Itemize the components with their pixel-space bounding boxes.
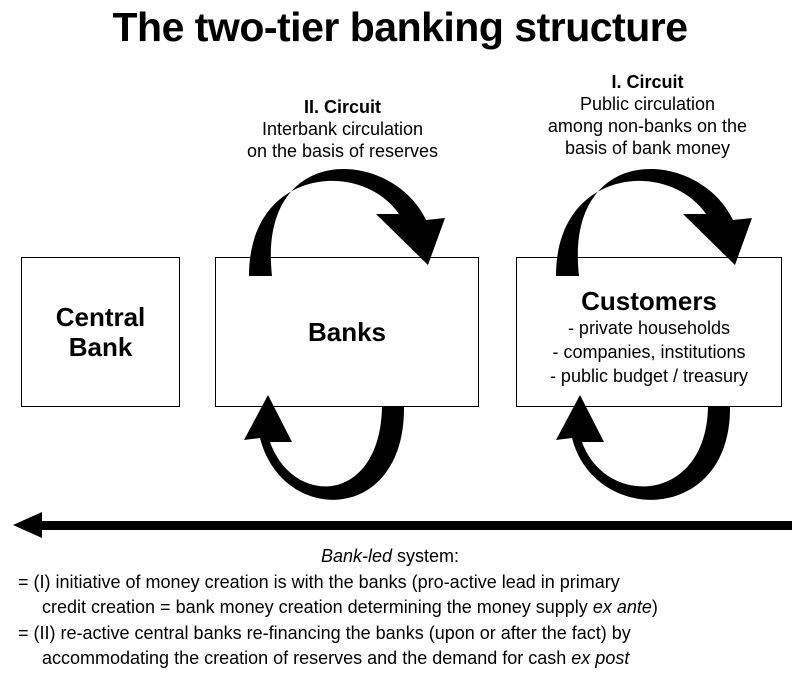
bank-led-em: Bank-led: [321, 546, 393, 566]
central-bank-box: Central Bank: [21, 257, 180, 407]
circuit-1-desc-line2: among non-banks on the: [547, 116, 748, 136]
circuit-1-desc-line3: basis of bank money: [564, 138, 731, 158]
central-bank-label-line1: Central: [55, 302, 146, 332]
customers-item: - private households: [567, 318, 731, 338]
customers-box: Customers - private households - compani…: [516, 257, 782, 407]
point-1-line1: = (I) initiative of money creation is wi…: [18, 572, 620, 592]
circuit-2-bottom-arrow: [244, 395, 405, 500]
point-2-line2: accommodating the creation of reserves a…: [42, 647, 629, 669]
customers-label: Customers: [581, 286, 717, 316]
circuit-1-bottom-arrow: [556, 395, 731, 500]
point-1-line2-close: ): [651, 597, 658, 617]
bank-led-arrow-head: [13, 512, 42, 538]
banks-label: Banks: [307, 317, 387, 347]
ex-ante-em: ex ante: [592, 597, 652, 617]
customers-item: - public budget / treasury: [549, 366, 749, 386]
circuit-1-heading: I. Circuit: [611, 72, 684, 92]
circuit-2-desc-line2: on the basis of reserves: [246, 141, 439, 161]
point-2-line1: = (II) re-active central banks re-financ…: [18, 623, 631, 643]
diagram-title: The two-tier banking structure: [112, 4, 689, 50]
bank-led-arrow-shaft: [36, 521, 792, 530]
bank-led-heading-rest: system:: [392, 546, 460, 566]
point-1-line2: credit creation = bank money creation de…: [42, 596, 658, 618]
customers-item: - companies, institutions: [552, 342, 746, 362]
central-bank-label-line2: Bank: [68, 332, 133, 362]
banks-box: Banks: [215, 257, 479, 407]
point-2-line2-text: accommodating the creation of reserves a…: [42, 648, 572, 668]
point-1-line2-text: credit creation = bank money creation de…: [42, 597, 593, 617]
bank-led-heading: Bank-led system:: [321, 545, 459, 567]
circuit-2-heading: II. Circuit: [303, 97, 381, 117]
circuit-1-top-arrow: [556, 168, 752, 276]
circuit-1-desc-line1: Public circulation: [579, 94, 716, 114]
circuit-2-desc-line1: Interbank circulation: [261, 119, 424, 139]
circuit-2-caption: II. Circuit Interbank circulation on the…: [225, 96, 460, 162]
circuit-1-caption: I. Circuit Public circulation among non-…: [515, 71, 780, 159]
circuit-2-top-arrow: [249, 168, 445, 276]
ex-post-em: ex post: [571, 648, 630, 668]
